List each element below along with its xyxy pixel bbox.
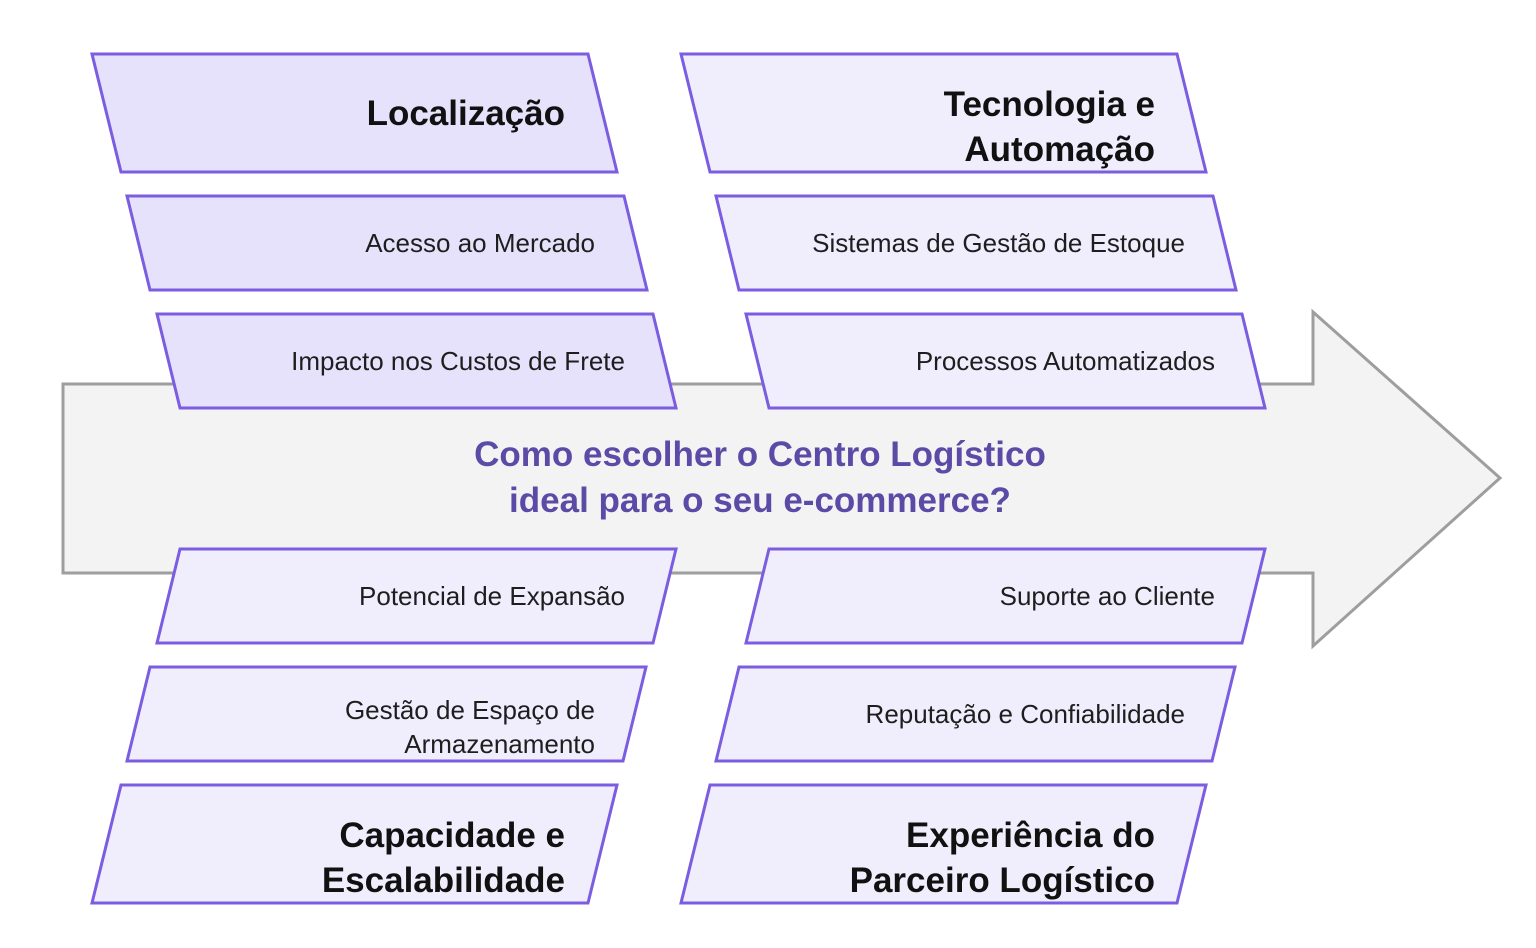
item-box-impacto-custos (155, 312, 678, 410)
item-impacto-custos-text: Impacto nos Custos de Frete (291, 346, 625, 376)
item-box-acesso-mercado (125, 194, 649, 292)
header-tecnologia-line1: Tecnologia e (943, 85, 1155, 124)
item-potencial-expansao-text: Potencial de Expansão (359, 581, 625, 611)
item-reputacao: Reputação e Confiabilidade (770, 667, 1185, 761)
header-experiencia-line2: Parceiro Logístico (849, 861, 1155, 900)
diagram-title: Como escolher o Centro Logístico ideal p… (380, 432, 1140, 524)
item-potencial-expansao: Potencial de Expansão (210, 549, 625, 643)
item-box-sistemas-gestao (714, 194, 1238, 292)
item-suporte-cliente: Suporte ao Cliente (800, 549, 1215, 643)
item-gestao-espaco-line2: Armazenamento (404, 729, 595, 759)
header-capacidade-line1: Capacidade e (339, 816, 565, 855)
header-box-experiencia (679, 783, 1208, 905)
header-box-capacidade (90, 783, 619, 905)
diagram-title-line2: ideal para o seu e-commerce? (509, 481, 1011, 520)
header-tecnologia: Tecnologia e Automação (740, 54, 1155, 172)
item-reputacao-text: Reputação e Confiabilidade (865, 699, 1185, 729)
item-box-gestao-espaco (125, 665, 648, 763)
header-experiencia-line1: Experiência do (906, 816, 1155, 855)
item-processos-automatizados-text: Processos Automatizados (915, 346, 1215, 376)
header-tecnologia-line2: Automação (964, 130, 1155, 169)
header-box-localizacao (90, 52, 619, 174)
item-box-suporte-cliente (744, 547, 1267, 645)
header-capacidade-line2: Escalabilidade (321, 861, 565, 900)
header-box-tecnologia (679, 52, 1208, 174)
item-box-potencial-expansao (155, 547, 678, 645)
item-box-processos-automatizados (744, 312, 1267, 410)
item-box-reputacao (714, 665, 1237, 763)
item-sistemas-gestao-text: Sistemas de Gestão de Estoque (812, 228, 1185, 258)
item-processos-automatizados: Processos Automatizados (800, 314, 1215, 408)
header-localizacao-text: Localização (366, 93, 565, 133)
item-sistemas-gestao: Sistemas de Gestão de Estoque (770, 196, 1185, 290)
item-impacto-custos: Impacto nos Custos de Frete (210, 314, 625, 408)
item-suporte-cliente-text: Suporte ao Cliente (999, 581, 1215, 611)
item-acesso-mercado-text: Acesso ao Mercado (365, 228, 595, 258)
header-experiencia: Experiência do Parceiro Logístico (740, 785, 1155, 903)
diagram-title-line1: Como escolher o Centro Logístico (474, 435, 1046, 474)
header-localizacao: Localização (150, 54, 565, 172)
item-acesso-mercado: Acesso ao Mercado (180, 196, 595, 290)
item-gestao-espaco-line1: Gestão de Espaço de (344, 695, 595, 725)
item-gestao-espaco: Gestão de Espaço de Armazenamento (180, 667, 595, 761)
header-capacidade: Capacidade e Escalabilidade (150, 785, 565, 903)
